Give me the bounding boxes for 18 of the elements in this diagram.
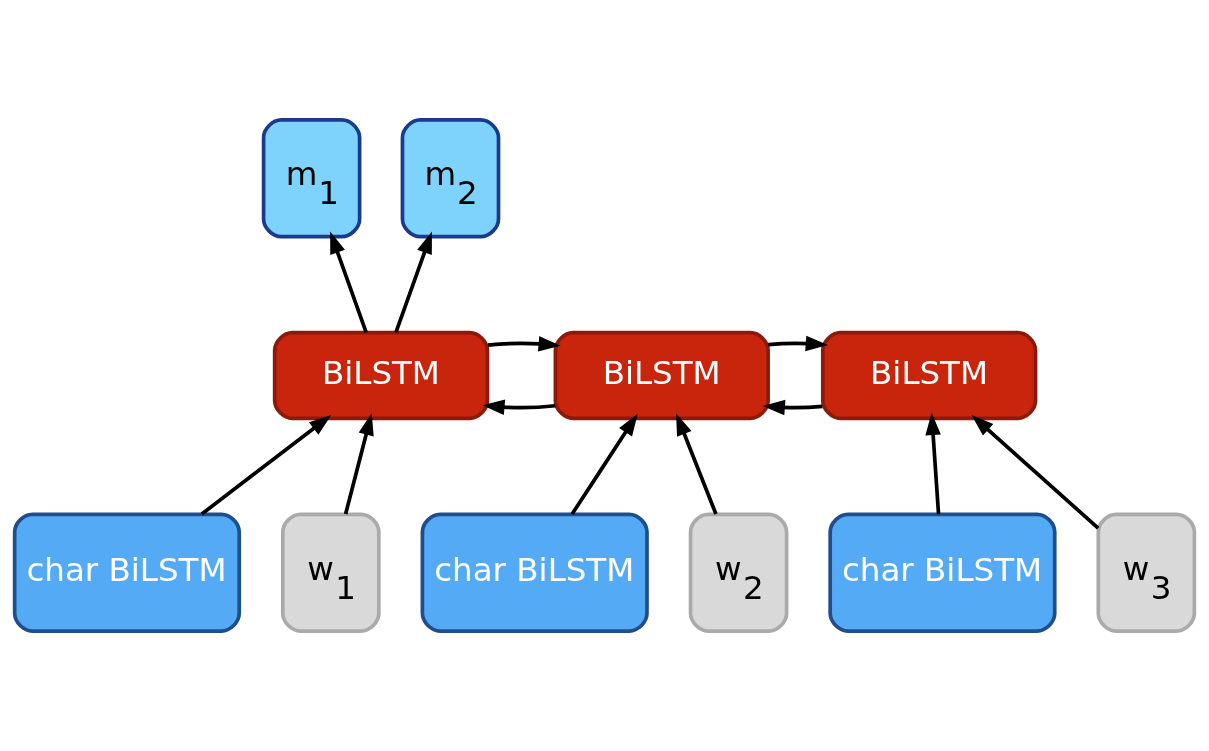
arrow — [487, 336, 561, 352]
arrow — [570, 413, 638, 516]
arrow — [200, 415, 332, 516]
arrow — [676, 413, 718, 515]
arrow — [394, 231, 432, 333]
node-box: char BiLSTM — [12, 512, 242, 633]
arrow — [971, 414, 1100, 530]
node-box: BiLSTM — [820, 330, 1038, 421]
arrow — [482, 399, 556, 415]
node-box: BiLSTM — [553, 330, 770, 421]
node-box: char BiLSTM — [828, 512, 1057, 633]
arrow — [768, 335, 828, 352]
node-box: char BiLSTM — [420, 512, 649, 633]
arrow — [762, 399, 823, 416]
node-box: BiLSTM — [272, 330, 490, 421]
arrow — [343, 413, 374, 515]
arrow — [330, 231, 368, 333]
arrow — [925, 412, 941, 515]
